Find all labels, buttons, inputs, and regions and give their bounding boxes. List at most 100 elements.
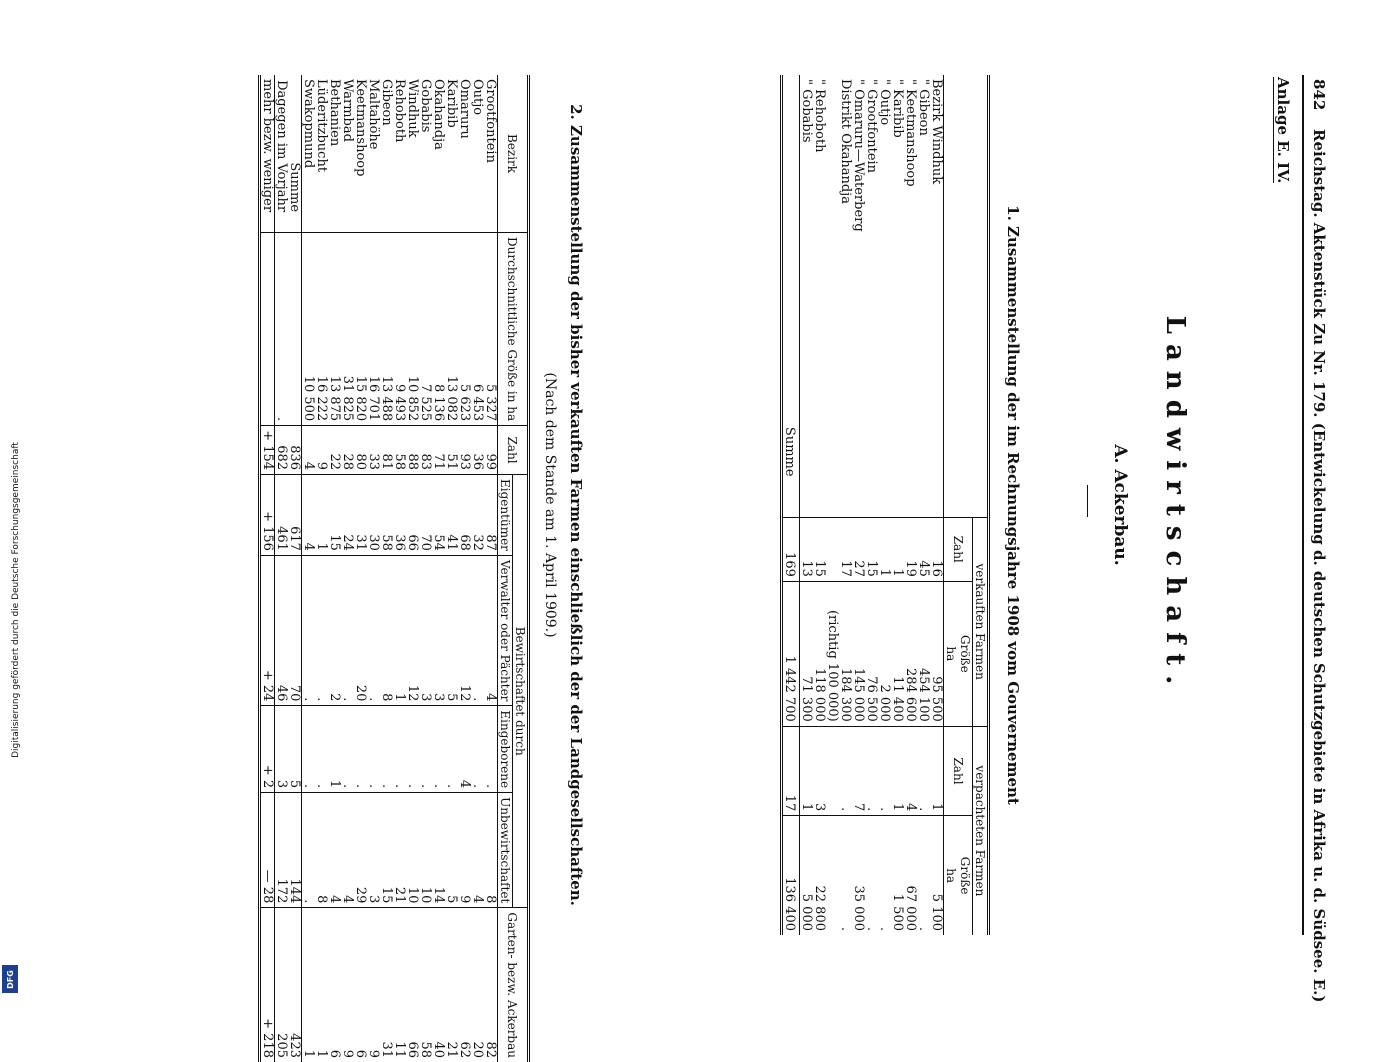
cell-groesse-verkauft: 11 400 xyxy=(890,581,905,727)
cell-eingeborene: . xyxy=(379,705,394,793)
cell-unbewirtschaftet: 14 xyxy=(431,792,446,908)
cell-garten: 20 xyxy=(470,907,485,1062)
table1-heading: 1. Zusammenstellung der im Rechnungsjahr… xyxy=(1004,205,1022,805)
cell-eigentuemer: 461 xyxy=(274,474,289,556)
header-garten: Garten- bezw. Ackerbau xyxy=(497,907,529,1062)
cell-groesse-verpachtet: 5 100 xyxy=(929,815,944,935)
cell-eingeborene: . xyxy=(405,705,420,793)
cell-durchschnitt: . xyxy=(274,232,289,426)
cell-unbewirtschaftet: — 28 xyxy=(259,792,275,908)
cell-zahl: 99 xyxy=(483,425,498,475)
cell-eigentuemer: 1 xyxy=(314,474,329,556)
cell-garten: 31 xyxy=(379,907,394,1062)
cell-unbewirtschaftet: 8 xyxy=(314,792,329,908)
cell-verwalter: + 24 xyxy=(259,555,275,706)
cell-garten: 9 xyxy=(366,907,381,1062)
cell-zahl-verkauft: 13 xyxy=(799,517,814,582)
cell-verwalter: . xyxy=(301,555,316,706)
cell-zahl-verpachtet xyxy=(826,726,839,816)
cell-verwalter: 12 xyxy=(405,555,420,706)
cell-groesse-verkauft: (richtig 100 000) xyxy=(825,581,840,727)
cell-durchschnitt: 16 222 xyxy=(314,232,329,426)
cell-groesse-verkauft: 454 100 xyxy=(916,581,931,727)
cell-garten: 423 xyxy=(287,907,302,1062)
cell-zahl-verkauft: 16 xyxy=(929,517,944,582)
cell-eigentuemer: 68 xyxy=(457,474,472,556)
cell-groesse-verpachtet xyxy=(826,815,839,935)
cell-garten: 66 xyxy=(405,907,420,1062)
appendix-label: Anlage E. IV. xyxy=(1273,77,1292,184)
cell-zahl-verkauft: 27 xyxy=(851,517,866,582)
cell-garten: 6 xyxy=(353,907,368,1062)
cell-zahl: 682 xyxy=(274,425,289,475)
header-zahl: Zahl xyxy=(943,517,973,582)
cell-eigentuemer: 54 xyxy=(431,474,446,556)
cell-zahl-verkauft: 17 xyxy=(838,517,853,582)
cell-zahl-verkauft: 1 xyxy=(890,517,905,582)
cell-garten: 21 xyxy=(444,907,459,1062)
cell-eingeborene: . xyxy=(392,705,407,793)
document-page: 842 Reichstag. Aktenstück Zu Nr. 179. (E… xyxy=(30,75,1330,1062)
table-row: (richtig 100 000) xyxy=(825,75,840,935)
row-label: Omaruru xyxy=(457,79,472,139)
cell-groesse-verkauft: 184 300 xyxy=(838,581,853,727)
cell-zahl: 36 xyxy=(470,425,485,475)
section-heading: A. Ackerbau. xyxy=(1110,444,1130,566)
table1-header-blank xyxy=(943,75,989,518)
cell-garten: 11 xyxy=(392,907,407,1062)
cell-groesse-verpachtet: . xyxy=(864,815,879,935)
cell-eingeborene: 1 xyxy=(327,705,342,793)
cell-garten: 1 xyxy=(314,907,329,1062)
cell-groesse-verkauft: 76 500 xyxy=(864,581,879,727)
running-head-text: Reichstag. Aktenstück Zu Nr. 179. (Entwi… xyxy=(1310,129,1328,1003)
cell-durchschnitt: 6 453 xyxy=(470,232,485,426)
funding-note: Digitalisierung gefördert durch die Deut… xyxy=(11,442,21,758)
row-label: Karibib xyxy=(444,79,459,128)
cell-unbewirtschaftet: 172 xyxy=(274,792,289,908)
row-label: Keetmanshoop xyxy=(353,79,368,177)
table2-subheading: (Nach dem Stande am 1. April 1909.) xyxy=(542,372,558,638)
table-farms-total: Bezirk Durchschnittliche Größe in ha Zah… xyxy=(258,75,530,1062)
row-label: Rehoboth xyxy=(392,79,407,143)
row-label: " Grootfontein xyxy=(864,79,879,174)
header-verwalter: Verwalter oder Pächter xyxy=(497,555,513,706)
cell-verwalter: 8 xyxy=(379,555,394,706)
cell-eingeborene: . xyxy=(483,705,498,793)
cell-zahl: 93 xyxy=(457,425,472,475)
running-head: 842 Reichstag. Aktenstück Zu Nr. 179. (E… xyxy=(1302,75,1330,1002)
cell-unbewirtschaftet: 8 xyxy=(483,792,498,908)
cell-zahl-verkauft: 45 xyxy=(916,517,931,582)
cell-zahl: + 154 xyxy=(259,425,275,475)
cell-zahl-verpachtet: 1 xyxy=(890,726,905,816)
header-bewirtschaftet: Bewirtschaftet durch xyxy=(512,474,529,908)
cell-groesse-verpachtet: 67 000 xyxy=(903,815,918,935)
row-label: " Outjo xyxy=(877,79,892,126)
cell-verwalter: 4 xyxy=(483,555,498,706)
cell-garten: 40 xyxy=(431,907,446,1062)
cell-durchschnitt: 13 082 xyxy=(444,232,459,426)
page-number: 842 xyxy=(1310,79,1328,111)
dfg-logo-icon: DFG xyxy=(2,965,18,993)
cell-garten: + 218 xyxy=(259,907,275,1062)
row-label: Gobabis xyxy=(418,79,433,133)
cell-durchschnitt: 9 493 xyxy=(392,232,407,426)
cell-zahl: 83 xyxy=(418,425,433,475)
cell-garten: 1 xyxy=(301,907,316,1062)
row-label: mehr bezw. weniger xyxy=(259,75,275,233)
cell-eingeborene: 5 xyxy=(287,705,302,793)
cell-unbewirtschaftet: 4 xyxy=(470,792,485,908)
row-label: Summe xyxy=(781,75,800,518)
cell-eigentuemer: 4 xyxy=(301,474,316,556)
cell-durchschnitt: 5 327 xyxy=(483,232,498,426)
row-label: Maltahöhe xyxy=(366,79,381,150)
cell-eigentuemer: 31 xyxy=(353,474,368,556)
